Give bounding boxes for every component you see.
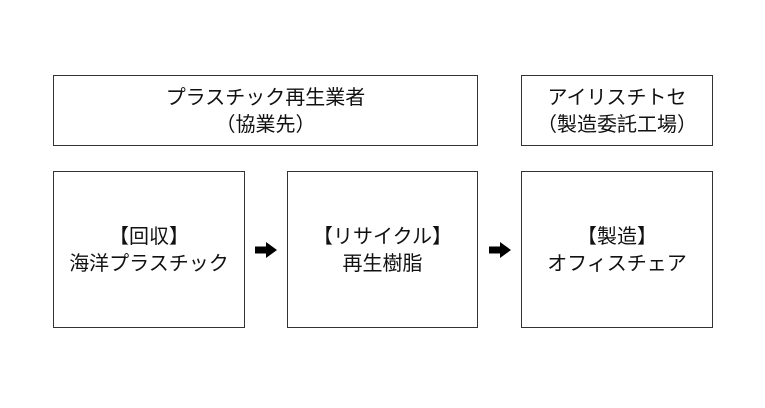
step-manufacture-box: 【製造】 オフィスチェア — [521, 171, 713, 328]
step-collect-box: 【回収】 海洋プラスチック — [53, 171, 245, 328]
header-recycler-title: プラスチック再生業者 — [165, 84, 366, 109]
header-recycler-box: プラスチック再生業者 （協業先） — [53, 75, 478, 146]
step-recycle-box: 【リサイクル】 再生樹脂 — [287, 171, 478, 328]
right-arrow-icon — [489, 242, 511, 258]
header-iris-title: アイリスチトセ — [547, 84, 687, 109]
header-iris-subtitle: （製造委託工場） — [537, 111, 697, 136]
header-recycler-subtitle: （協業先） — [215, 111, 316, 136]
step-manufacture-text: オフィスチェア — [547, 250, 687, 275]
step-manufacture-label: 【製造】 — [577, 223, 657, 248]
step-recycle-text: 再生樹脂 — [342, 250, 423, 275]
right-arrow-icon — [255, 242, 277, 258]
step-collect-label: 【回収】 — [109, 223, 189, 248]
header-iris-box: アイリスチトセ （製造委託工場） — [521, 75, 713, 146]
step-recycle-label: 【リサイクル】 — [313, 223, 452, 248]
step-collect-text: 海洋プラスチック — [69, 250, 229, 275]
